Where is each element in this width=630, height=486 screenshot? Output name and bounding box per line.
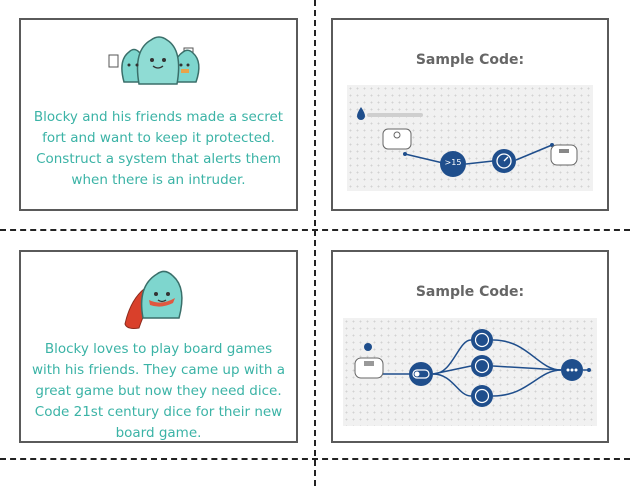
blocky-superhero-illustration bbox=[124, 270, 183, 329]
sample-code-title: Sample Code: bbox=[415, 284, 525, 300]
story-card-dice: Blocky loves to play board games with hi… bbox=[19, 250, 298, 443]
blocky-friends-illustration bbox=[108, 36, 200, 85]
threshold-node bbox=[440, 151, 466, 177]
vertical-cut-line bbox=[314, 0, 316, 486]
indicator-dot bbox=[364, 343, 372, 351]
timer-icon bbox=[471, 385, 493, 407]
story-text: Blocky and his friends made a secret for… bbox=[33, 109, 284, 188]
sensor-block-icon bbox=[382, 128, 412, 150]
horizontal-cut-line bbox=[0, 229, 630, 231]
toggle-icon bbox=[409, 362, 433, 386]
code-diagram bbox=[357, 107, 578, 177]
code-canvas: >15 bbox=[347, 85, 593, 191]
threshold-label: >15 bbox=[444, 158, 462, 167]
story-card-intruder: Blocky and his friends made a secret for… bbox=[19, 18, 298, 211]
bottom-cut-line bbox=[0, 458, 630, 460]
button-block-icon bbox=[354, 357, 384, 379]
sensor-slider bbox=[367, 113, 423, 117]
sample-code-card-intruder: Sample Code: >15 bbox=[331, 18, 609, 211]
timer-icon bbox=[471, 329, 493, 351]
sample-code-card-dice: Sample Code: bbox=[331, 250, 609, 443]
code-canvas bbox=[343, 318, 597, 426]
sample-code-title: Sample Code: bbox=[415, 52, 525, 68]
story-text: Blocky loves to play board games with hi… bbox=[31, 341, 286, 441]
timer-icon bbox=[471, 355, 493, 377]
code-diagram bbox=[354, 329, 591, 407]
buzzer-block-icon bbox=[550, 144, 578, 166]
water-drop-icon bbox=[357, 107, 365, 120]
